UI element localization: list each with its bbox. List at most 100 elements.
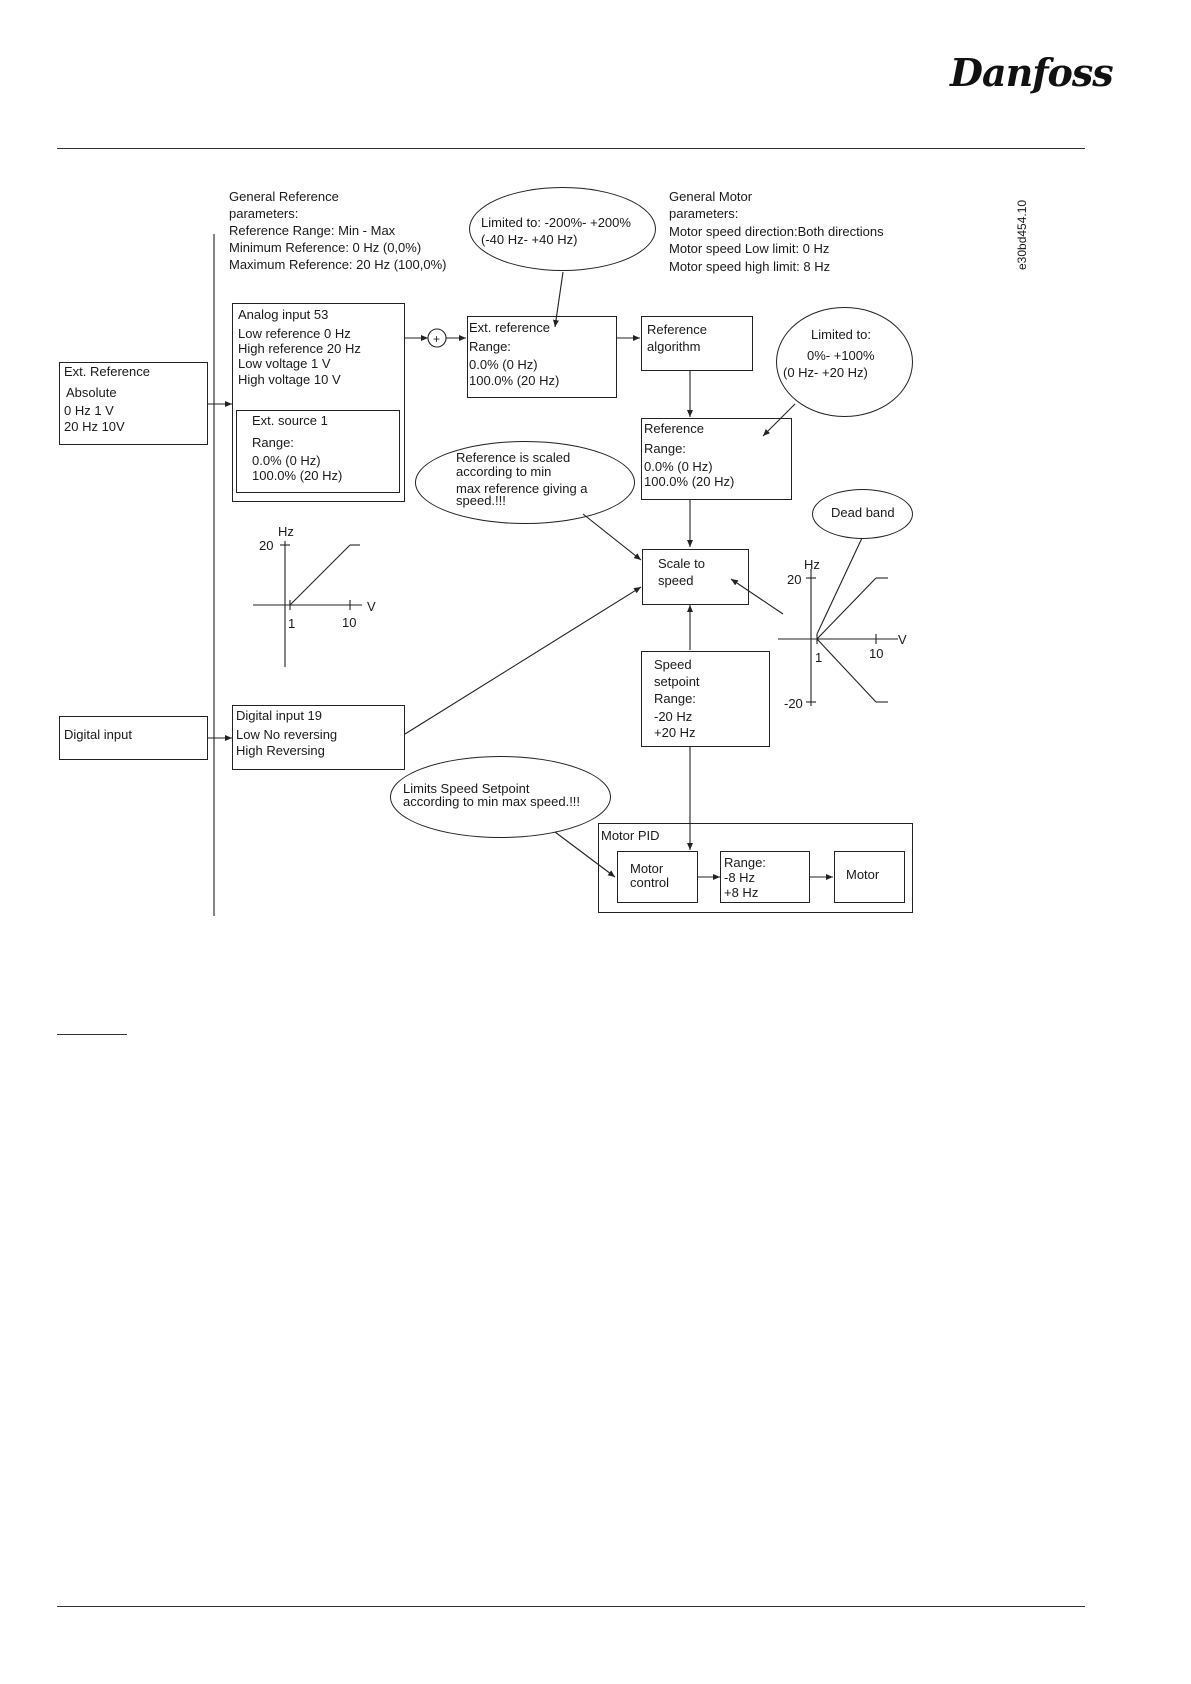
motor-control-line: Motor xyxy=(630,861,664,876)
caption-rule xyxy=(57,1034,127,1035)
ext-source-line: Range: xyxy=(252,435,294,450)
motor-control-line: control xyxy=(630,875,670,890)
right-graph-y-tick: 20 xyxy=(787,572,802,587)
motor-range-line: -8 Hz xyxy=(724,870,756,885)
gen-ref-line: parameters: xyxy=(229,206,299,221)
ext-reference-line: Range: xyxy=(469,339,511,354)
right-graph-y-tick: -20 xyxy=(784,696,803,711)
ext-reference-line: Ext. reference xyxy=(469,320,550,335)
gen-ref-line: Reference Range: Min - Max xyxy=(229,223,396,238)
digital-19-line: Digital input 19 xyxy=(236,708,322,723)
scaled-note-line: according to min xyxy=(456,464,552,479)
motor-range-line: +8 Hz xyxy=(724,885,759,900)
header-rule xyxy=(57,148,1085,149)
speed-setpoint-box xyxy=(641,651,770,747)
ext-ref-line: Absolute xyxy=(66,385,117,400)
ref-algorithm-line: algorithm xyxy=(647,339,701,354)
analog-line: Low reference 0 Hz xyxy=(238,326,351,341)
setpoint-line: +20 Hz xyxy=(654,725,696,740)
deadband-pointer xyxy=(816,537,863,635)
setpoint-line: setpoint xyxy=(654,674,700,689)
digital19-to-scale-arrow xyxy=(404,586,642,735)
analog-line: Low voltage 1 V xyxy=(238,356,331,371)
limit100-pointer xyxy=(762,403,796,437)
ref-algorithm-line: Reference xyxy=(647,322,707,337)
scaled-note-line: max reference giving a xyxy=(456,481,588,496)
deadband-to-scale-pointer xyxy=(730,578,784,615)
ext-reference-line: 0.0% (0 Hz) xyxy=(469,357,538,372)
right-transfer-graph xyxy=(778,569,898,706)
scaled-note-pointer xyxy=(582,513,642,561)
setpoint-line: Speed xyxy=(654,657,692,672)
right-graph-x-tick: 10 xyxy=(869,646,884,661)
digital-input-source-box xyxy=(59,716,208,760)
ext-source-1-box xyxy=(236,410,400,493)
limits-note-callout xyxy=(390,756,611,838)
gen-ref-line: Maximum Reference: 20 Hz (100,0%) xyxy=(229,257,447,272)
right-graph-y-unit: Hz xyxy=(804,557,820,572)
reference-algorithm-box xyxy=(641,316,753,371)
analog-line: Analog input 53 xyxy=(238,307,329,322)
motor-pid-box xyxy=(598,823,913,913)
sum-symbol: + xyxy=(433,332,440,346)
motor-range-box xyxy=(720,851,810,903)
limit-200-line: (-40 Hz- +40 Hz) xyxy=(481,232,578,247)
footer-rule xyxy=(57,1606,1085,1607)
digital-19-line: Low No reversing xyxy=(236,727,338,742)
gen-motor-line: General Motor xyxy=(669,189,753,204)
digital-input-19-box xyxy=(232,705,405,770)
limit-100-line: Limited to: xyxy=(811,327,871,342)
gen-ref-line: General Reference xyxy=(229,189,339,204)
limit-200-line: Limited to: -200%- +200% xyxy=(481,215,631,230)
limits-note-line: according to min max speed.!!! xyxy=(403,794,581,809)
limit-100-line: 0%- +100% xyxy=(807,348,875,363)
setpoint-line: Range: xyxy=(654,691,696,706)
motor-range-line: Range: xyxy=(724,855,766,870)
reference-line: 100.0% (20 Hz) xyxy=(644,474,735,489)
ext-ref-line: Ext. Reference xyxy=(64,364,150,379)
analog-line: High reference 20 Hz xyxy=(238,341,361,356)
motor-label: Motor xyxy=(846,867,880,882)
scale-line: speed xyxy=(658,573,694,588)
limit-100-callout xyxy=(776,307,913,417)
left-graph-x-tick: 1 xyxy=(288,616,296,631)
left-graph-x-tick: 10 xyxy=(342,615,357,630)
limit-100-line: (0 Hz- +20 Hz) xyxy=(783,365,868,380)
gen-motor-line: Motor speed direction:Both directions xyxy=(669,224,884,239)
reference-line: Range: xyxy=(644,441,686,456)
left-transfer-graph xyxy=(253,541,362,667)
ext-ref-line: 0 Hz 1 V xyxy=(64,403,114,418)
dead-band-label: Dead band xyxy=(831,505,895,520)
ext-ref-line: 20 Hz 10V xyxy=(64,419,125,434)
right-graph-x-tick: 1 xyxy=(815,650,823,665)
ext-reference-line: 100.0% (20 Hz) xyxy=(469,373,560,388)
gen-motor-line: Motor speed high limit: 8 Hz xyxy=(669,259,831,274)
ext-source-line: Ext. source 1 xyxy=(252,413,328,428)
ext-source-line: 100.0% (20 Hz) xyxy=(252,468,343,483)
dead-band-callout xyxy=(812,489,913,539)
reference-box xyxy=(641,418,792,500)
digital-19-line: High Reversing xyxy=(236,743,325,758)
reference-line: 0.0% (0 Hz) xyxy=(644,459,713,474)
analog-input-53-box xyxy=(232,303,405,502)
motor-pid-title: Motor PID xyxy=(601,828,660,843)
motor-control-box xyxy=(617,851,698,903)
scale-line: Scale to xyxy=(658,556,705,571)
limit-200-callout xyxy=(469,187,656,271)
limits-note-pointer xyxy=(554,831,616,878)
ext-reference-source-box xyxy=(59,362,208,445)
scaled-note-line: Reference is scaled xyxy=(456,450,571,465)
gen-ref-line: Minimum Reference: 0 Hz (0,0%) xyxy=(229,240,422,255)
gen-motor-line: parameters: xyxy=(669,206,739,221)
left-graph-y-unit: Hz xyxy=(278,524,294,539)
reference-line: Reference xyxy=(644,421,704,436)
left-graph-x-unit: V xyxy=(367,599,376,614)
limits-note-line: Limits Speed Setpoint xyxy=(403,781,530,796)
ext-reference-box xyxy=(467,316,617,398)
scale-to-speed-box xyxy=(642,549,749,605)
gen-motor-line: Motor speed Low limit: 0 Hz xyxy=(669,241,830,256)
motor-box xyxy=(834,851,905,903)
left-graph-y-tick: 20 xyxy=(259,538,274,553)
